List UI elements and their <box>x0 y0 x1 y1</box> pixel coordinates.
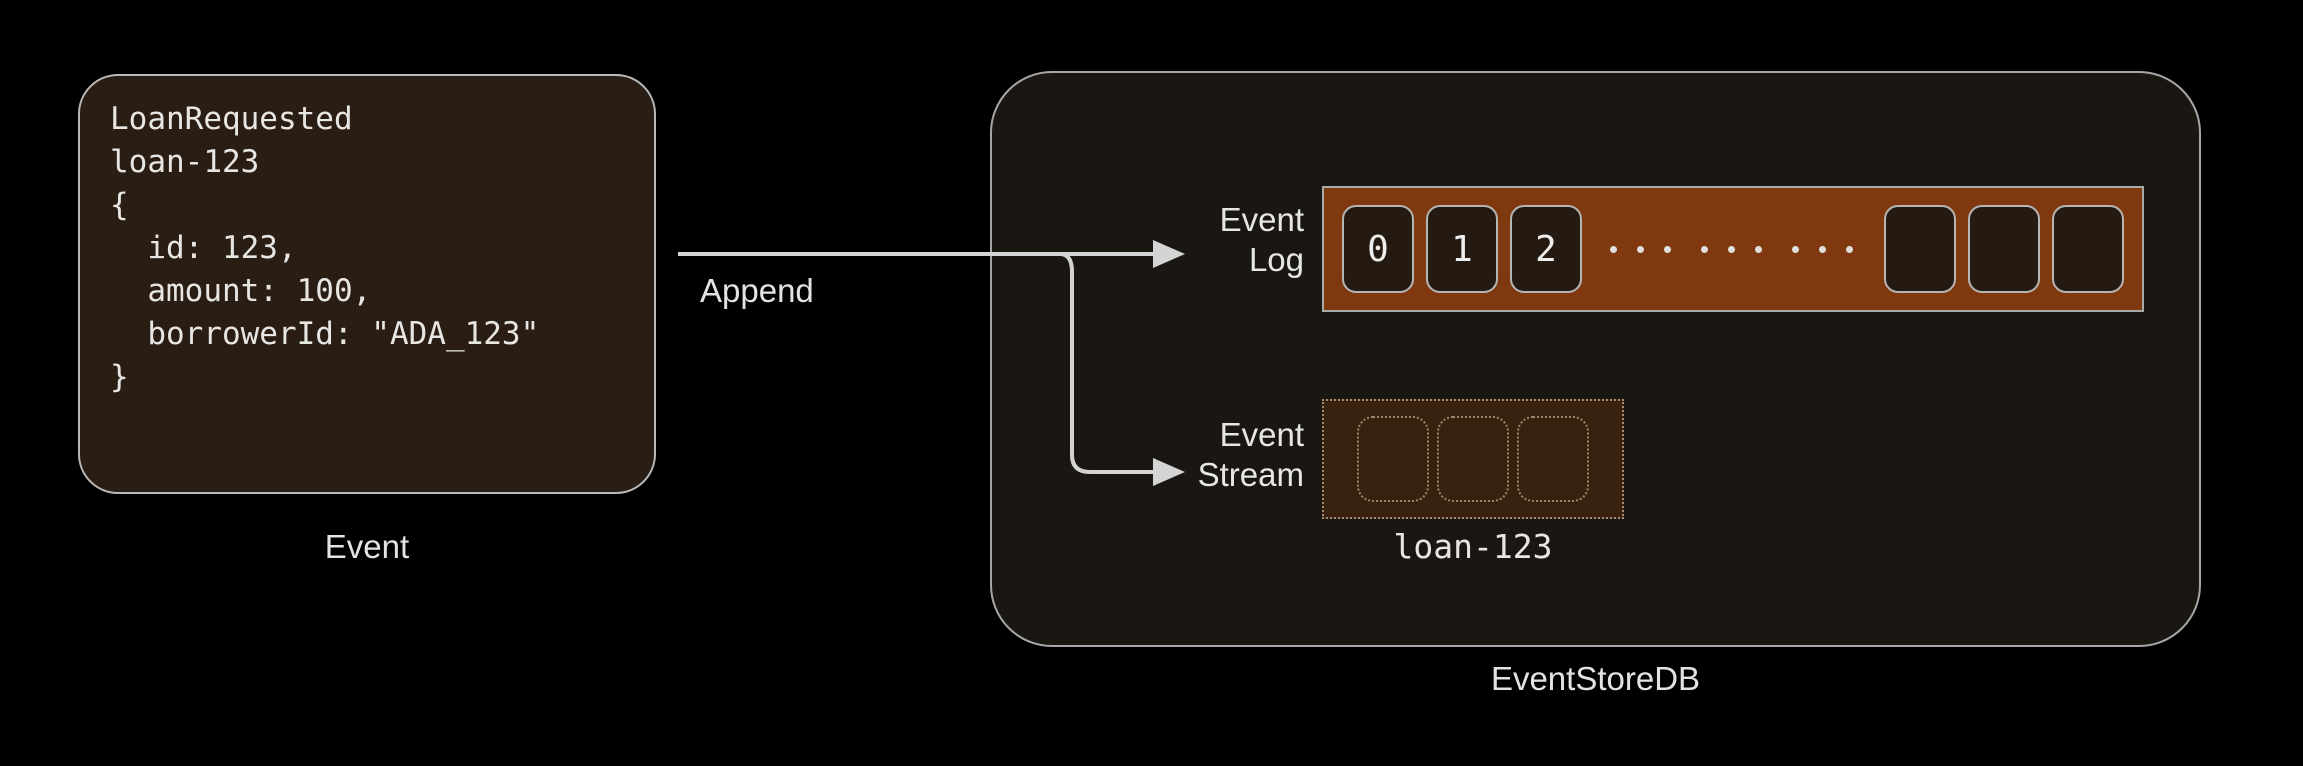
event-log-label: Event Log <box>1060 200 1304 281</box>
ellipsis-dot <box>1819 245 1826 253</box>
ellipsis-dot <box>1792 245 1799 253</box>
event-card-code: LoanRequested loan-123 { id: 123, amount… <box>110 101 540 395</box>
event-card-label: Event <box>324 528 410 565</box>
ellipsis-group <box>1610 245 1671 253</box>
event-log-empty-cell[interactable] <box>2052 205 2124 293</box>
event-log-empty-cell[interactable] <box>1968 205 2040 293</box>
event-log-empty-cell[interactable] <box>1884 205 1956 293</box>
ellipsis-dot <box>1728 245 1735 253</box>
event-card: LoanRequested loan-123 { id: 123, amount… <box>78 74 656 494</box>
ellipsis-dot <box>1664 245 1671 253</box>
append-label: Append <box>700 272 814 309</box>
event-stream-empty-cell[interactable] <box>1437 416 1509 502</box>
ellipsis-group <box>1701 245 1762 253</box>
ellipsis-dot <box>1610 245 1617 253</box>
event-log-cell[interactable]: 2 <box>1510 205 1582 293</box>
eventstoredb-label: EventStoreDB <box>1490 660 1701 697</box>
event-log-ellipsis <box>1588 245 1878 253</box>
event-stream-label-line2: Stream <box>1197 456 1304 494</box>
event-log-cell[interactable]: 0 <box>1342 205 1414 293</box>
ellipsis-dot <box>1637 245 1644 253</box>
eventstoredb-container <box>990 71 2201 647</box>
event-stream-label-line1: Event <box>1219 416 1304 453</box>
event-log-band: 0 1 2 <box>1322 186 2144 312</box>
event-stream-name: loan-123 <box>1393 527 1553 566</box>
event-stream-empty-cell[interactable] <box>1517 416 1589 502</box>
event-log-label-line2: Log <box>1248 241 1304 279</box>
event-stream-band <box>1322 399 1624 519</box>
event-log-cell[interactable]: 1 <box>1426 205 1498 293</box>
event-stream-empty-cell[interactable] <box>1357 416 1429 502</box>
event-stream-label: Event Stream <box>1060 415 1304 496</box>
event-log-label-line1: Event <box>1219 201 1304 238</box>
ellipsis-group <box>1792 245 1853 253</box>
ellipsis-dot <box>1755 245 1762 253</box>
ellipsis-dot <box>1701 245 1708 253</box>
ellipsis-dot <box>1846 245 1853 253</box>
